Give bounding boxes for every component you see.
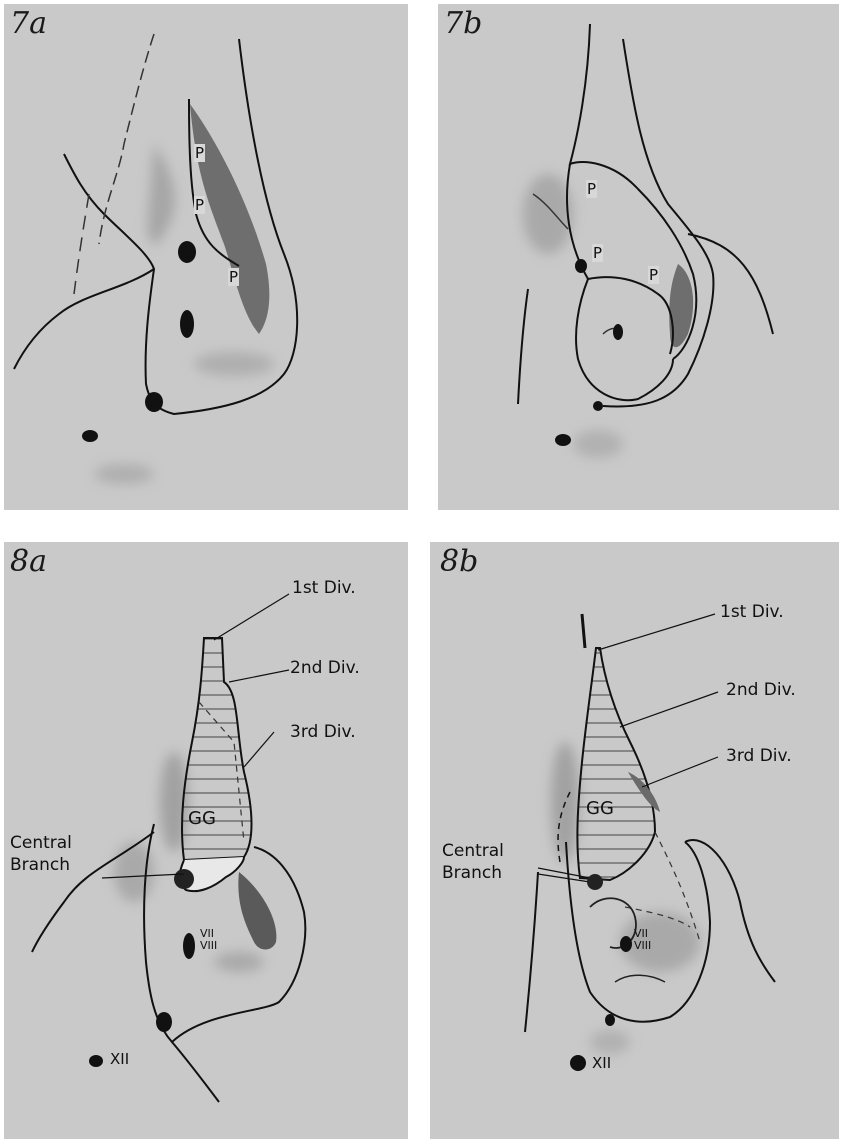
dark-spot bbox=[555, 434, 571, 446]
label-first-division: 1st Div. bbox=[292, 578, 356, 598]
dark-spot bbox=[180, 310, 194, 338]
dark-spot bbox=[145, 392, 163, 412]
dark-spot bbox=[570, 1055, 586, 1071]
panel-7a: 7a P P P bbox=[4, 4, 408, 510]
central-branch-root bbox=[174, 869, 194, 889]
label-p: P bbox=[194, 196, 205, 214]
central-branch-root bbox=[587, 874, 603, 890]
shaded-region bbox=[190, 104, 269, 334]
shaded-region bbox=[238, 872, 276, 950]
dark-spot bbox=[620, 936, 632, 952]
dark-spot bbox=[89, 1055, 103, 1067]
label-third-division: 3rd Div. bbox=[290, 722, 356, 742]
label-p: P bbox=[194, 144, 205, 162]
label-p: P bbox=[592, 244, 603, 262]
label-cranial-nerves-7-8: VII VIII bbox=[200, 928, 217, 952]
dark-spot bbox=[156, 1012, 172, 1032]
dark-spot bbox=[183, 933, 195, 959]
dark-spot bbox=[575, 259, 587, 273]
dark-spot bbox=[605, 1014, 615, 1026]
label-third-division: 3rd Div. bbox=[726, 746, 792, 766]
label-second-division: 2nd Div. bbox=[290, 658, 360, 678]
label-p: P bbox=[586, 180, 597, 198]
gasserian-ganglion bbox=[577, 648, 655, 880]
dark-spot bbox=[82, 430, 98, 442]
label-central-branch: Central Branch bbox=[10, 832, 72, 876]
figure-label: 8a bbox=[10, 544, 47, 579]
panel-8a: 8a 1st Div. 2nd Div. 3rd Div. GG Central… bbox=[4, 542, 408, 1139]
label-cranial-nerve-12: XII bbox=[110, 1050, 129, 1068]
figure-label: 7b bbox=[444, 6, 482, 41]
label-central-branch: Central Branch bbox=[442, 840, 504, 884]
dark-spot bbox=[593, 401, 603, 411]
figure-label: 8b bbox=[440, 544, 478, 579]
panel-8b: 8b 1st Div. 2nd Div. 3rd Div. GG Central… bbox=[430, 542, 839, 1139]
label-second-division: 2nd Div. bbox=[726, 680, 796, 700]
drawing-7b bbox=[438, 4, 839, 510]
label-p: P bbox=[228, 268, 239, 286]
label-first-division: 1st Div. bbox=[720, 602, 784, 622]
dark-spot bbox=[613, 324, 623, 340]
figure-label: 7a bbox=[10, 6, 47, 41]
label-gasserian-ganglion: GG bbox=[188, 808, 216, 829]
drawing-7a bbox=[4, 4, 408, 510]
label-gasserian-ganglion: GG bbox=[586, 798, 614, 819]
label-cranial-nerves-7-8: VII VIII bbox=[634, 928, 651, 952]
dark-spot bbox=[178, 241, 196, 263]
label-cranial-nerve-12: XII bbox=[592, 1054, 611, 1072]
label-p: P bbox=[648, 266, 659, 284]
panel-7b: 7b P P P bbox=[438, 4, 839, 510]
